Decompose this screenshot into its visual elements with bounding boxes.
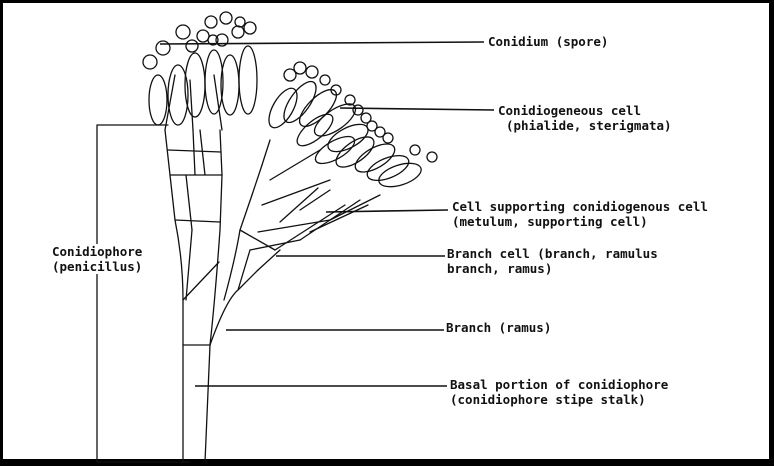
label-conidiogeneous-cell: Conidiogeneous cell (phialide, sterigmat… <box>498 103 672 133</box>
label-conidium-text: Conidium (spore) <box>488 34 608 49</box>
label-supporting-line1: Cell supporting conidiogenous cell <box>452 199 708 214</box>
label-conidium: Conidium (spore) <box>488 34 608 49</box>
label-branch-text: Branch (ramus) <box>446 320 551 335</box>
label-conidiophore-line1: Conidiophore <box>52 244 142 259</box>
label-basal-line2: (conidiophore stipe stalk) <box>450 392 668 407</box>
label-conidiophore-line2: (penicillus) <box>52 259 142 274</box>
label-branch-cell-line1: Branch cell (branch, ramulus <box>447 246 658 261</box>
stipe <box>165 130 183 462</box>
label-basal-portion: Basal portion of conidiophore (conidioph… <box>450 377 668 407</box>
label-branch-cell-line2: branch, ramus) <box>447 261 658 276</box>
label-basal-line1: Basal portion of conidiophore <box>450 377 668 392</box>
label-conidiogeneous-line1: Conidiogeneous cell <box>498 103 672 118</box>
label-branch: Branch (ramus) <box>446 320 551 335</box>
label-supporting-line2: (metulum, supporting cell) <box>452 214 708 229</box>
stipe-right-wall <box>205 130 222 462</box>
branch <box>210 270 258 345</box>
label-branch-cell: Branch cell (branch, ramulus branch, ram… <box>447 246 658 276</box>
label-conidiophore: Conidiophore (penicillus) <box>52 244 142 274</box>
label-conidiogeneous-line2: (phialide, sterigmata) <box>498 118 672 133</box>
label-supporting-cell: Cell supporting conidiogenous cell (metu… <box>452 199 708 229</box>
